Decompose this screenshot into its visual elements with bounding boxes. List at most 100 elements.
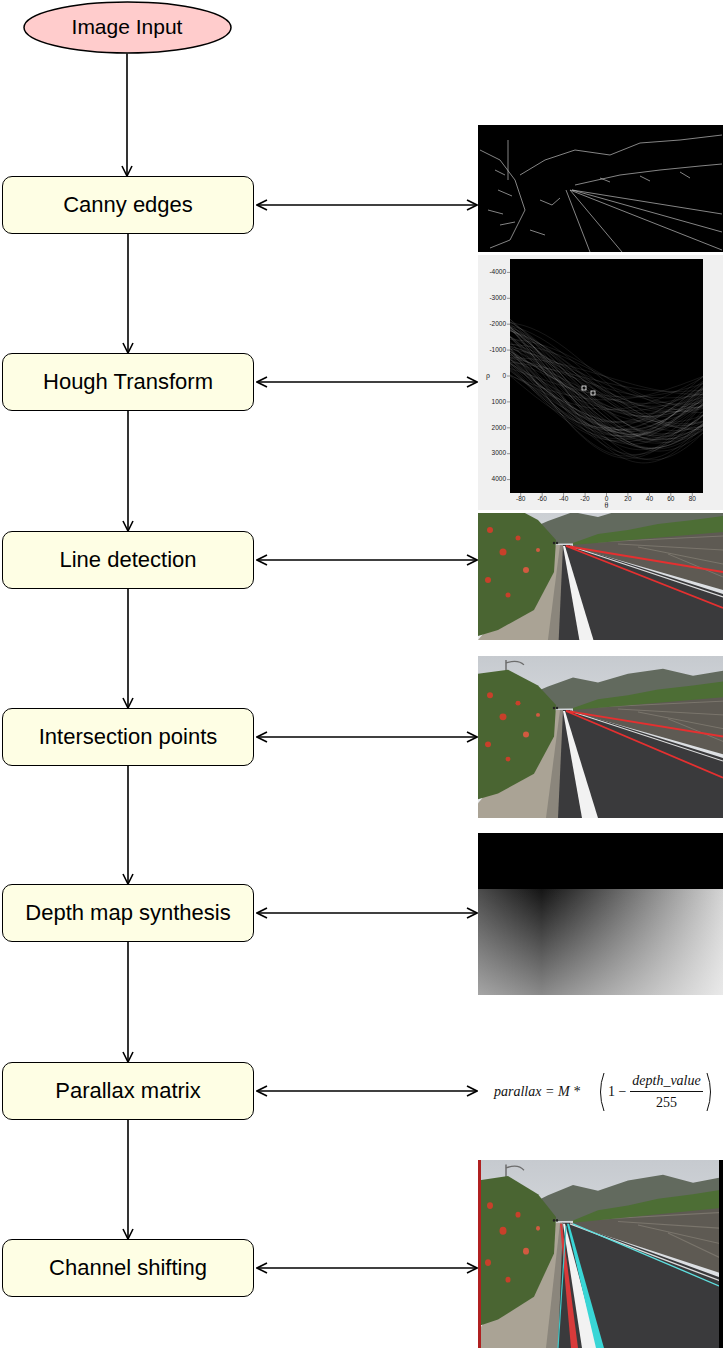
hough-curve	[510, 359, 703, 443]
formula-marks-part	[707, 1073, 711, 1111]
canny-image-part	[478, 125, 723, 252]
axis-tick: -40	[559, 496, 568, 503]
hough-plot-part-part	[507, 401, 510, 402]
canny-image-part-part	[508, 140, 509, 180]
hough-curve	[510, 358, 703, 395]
flow-arrow	[127, 589, 129, 708]
line-detection-image	[478, 490, 723, 655]
flow-arrow	[126, 54, 128, 177]
canny-image-part-part	[572, 190, 722, 232]
hough-curve	[510, 329, 703, 449]
process-box: Line detection	[2, 531, 254, 589]
illustration-links	[257, 205, 477, 1268]
axis-tick: -1000	[489, 347, 506, 354]
hough-plot-part-part	[507, 324, 510, 325]
axis-tick: -80	[516, 496, 525, 503]
process-box: Intersection points	[2, 708, 254, 766]
start-ellipse: Image Input	[23, 1, 232, 54]
hough-curve	[510, 324, 703, 449]
axis-tick: 1000	[492, 399, 506, 406]
formula-denominator: 255	[656, 1096, 677, 1110]
flow-arrow	[127, 766, 129, 884]
hough-curve	[510, 364, 703, 422]
hough-plot-part-part	[507, 272, 510, 273]
axis-title: ρ	[486, 372, 490, 380]
hough-curve	[510, 364, 703, 411]
line-detection-image-part	[566, 546, 723, 608]
hough-plot-part-part	[507, 427, 510, 428]
hough-plot-part	[582, 386, 586, 390]
canny-image-part-part	[480, 150, 525, 248]
axis-tick: 20	[624, 496, 631, 503]
hough-curve	[510, 327, 703, 431]
hough-curve	[510, 327, 703, 443]
hough-plot-part-part	[507, 298, 510, 299]
canny-image-part-part	[520, 135, 722, 175]
anaglyph-image-part	[560, 1224, 578, 1348]
anaglyph-image	[478, 1160, 723, 1348]
hough-plot-part	[591, 391, 595, 395]
node-label: Channel shifting	[49, 1255, 207, 1281]
hough-curve	[510, 353, 703, 431]
anaglyph-image-part	[558, 1226, 566, 1348]
anaglyph-image-part	[573, 1224, 723, 1288]
canny-image-part-part	[575, 164, 722, 185]
canny-image-part-part	[572, 190, 722, 214]
anaglyph-image-part	[478, 1160, 723, 1348]
node-label: Line detection	[60, 547, 197, 573]
process-box: Channel shifting	[2, 1239, 254, 1297]
hough-curve	[510, 326, 703, 436]
anaglyph-image-part	[719, 1160, 723, 1348]
axis-tick: -2000	[489, 321, 506, 328]
hough-plot-part-part	[507, 453, 510, 454]
illustration-links-part	[257, 736, 477, 738]
hough-plot	[478, 255, 723, 510]
hough-plot-part-part	[507, 350, 510, 351]
line-detection-image-part	[478, 490, 723, 655]
axis-tick: 0	[502, 373, 506, 380]
process-box: Canny edges	[2, 176, 254, 234]
illustration-links-part	[257, 559, 477, 561]
formula-marks-part	[601, 1073, 605, 1111]
illustration-links-part	[257, 1267, 477, 1269]
hough-curve	[510, 319, 703, 451]
axis-tick: 4000	[492, 476, 506, 483]
canny-image	[478, 125, 723, 252]
hough-plot-part	[507, 272, 692, 496]
hough-curve	[510, 340, 703, 413]
hough-plot-part	[478, 255, 723, 510]
formula-marks-part	[630, 1091, 703, 1092]
hough-curve	[510, 337, 703, 440]
hough-curve	[510, 322, 703, 443]
illustration-links-part	[257, 381, 477, 383]
hough-curve	[510, 337, 703, 422]
hough-plot-part	[510, 319, 703, 463]
hough-plot-part	[510, 259, 703, 493]
hough-plot-part-part	[507, 376, 510, 377]
axis-tick: -20	[580, 496, 589, 503]
canny-image-part-part	[600, 172, 690, 182]
intersection-image	[478, 656, 723, 818]
process-box: Hough Transform	[2, 353, 254, 411]
depth-map-image	[478, 833, 723, 995]
illustration-links-part	[257, 1090, 477, 1092]
hough-curve	[510, 349, 703, 444]
canny-image-part	[480, 135, 722, 252]
process-box: Parallax matrix	[2, 1062, 254, 1120]
formula-text: parallax = M *	[494, 1085, 580, 1099]
formula-marks	[601, 1073, 711, 1111]
axis-tick: -4000	[489, 269, 506, 276]
axis-tick: 80	[689, 496, 696, 503]
anaglyph-image-part	[478, 1160, 481, 1348]
flow-arrow	[127, 1120, 129, 1239]
canny-image-part-part	[488, 170, 515, 225]
hough-curve	[510, 331, 703, 426]
axis-tick: 60	[667, 496, 674, 503]
depth-map-image-part	[478, 833, 723, 890]
canny-image-part-part	[566, 190, 590, 252]
node-label: Canny edges	[63, 192, 193, 218]
node-label: Parallax matrix	[55, 1078, 200, 1104]
axis-tick: 3000	[492, 450, 506, 457]
